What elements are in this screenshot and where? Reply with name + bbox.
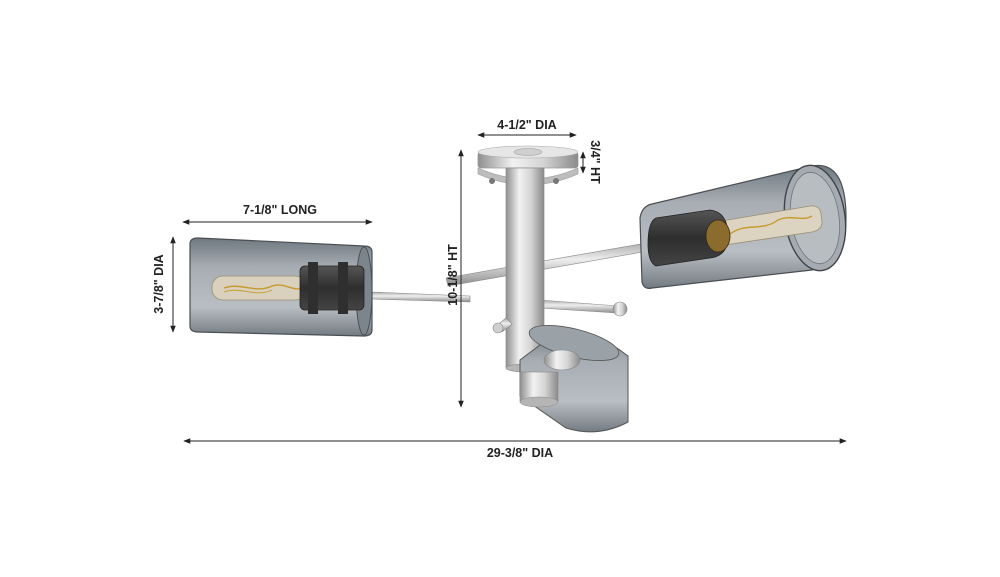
socket-right xyxy=(647,209,731,267)
shade-left xyxy=(189,237,373,337)
canopy-screw-right xyxy=(553,178,559,184)
ball-finial xyxy=(612,301,628,317)
shade-right xyxy=(639,164,847,289)
light-fixture xyxy=(189,145,847,433)
label-overall-height: 10-1/8" HT xyxy=(446,244,460,306)
dimension-shade-length: 7-1/8" LONG xyxy=(182,203,373,225)
bulb-right xyxy=(715,205,823,247)
bulb-left xyxy=(211,275,307,301)
shade-bottom xyxy=(519,325,629,433)
dimension-canopy-height: 3/4" HT xyxy=(580,140,602,184)
label-shade-length: 7-1/8" LONG xyxy=(243,203,317,217)
label-overall-diameter: 29-3/8" DIA xyxy=(487,446,553,460)
dimension-shade-diameter: 3-7/8" DIA xyxy=(152,236,176,333)
arm-front xyxy=(492,317,513,334)
label-canopy-diameter: 4-1/2" DIA xyxy=(497,118,556,132)
arm-right xyxy=(445,241,655,287)
dimension-overall-height: 10-1/8" HT xyxy=(446,149,464,408)
label-canopy-height: 3/4" HT xyxy=(588,140,602,184)
dimension-canopy-diameter: 4-1/2" DIA xyxy=(477,118,577,138)
dimension-overall-diameter: 29-3/8" DIA xyxy=(183,438,847,460)
label-shade-diameter: 3-7/8" DIA xyxy=(152,254,166,313)
arm-rear xyxy=(539,299,628,317)
canopy-screw-left xyxy=(489,178,495,184)
socket-left xyxy=(299,262,365,314)
